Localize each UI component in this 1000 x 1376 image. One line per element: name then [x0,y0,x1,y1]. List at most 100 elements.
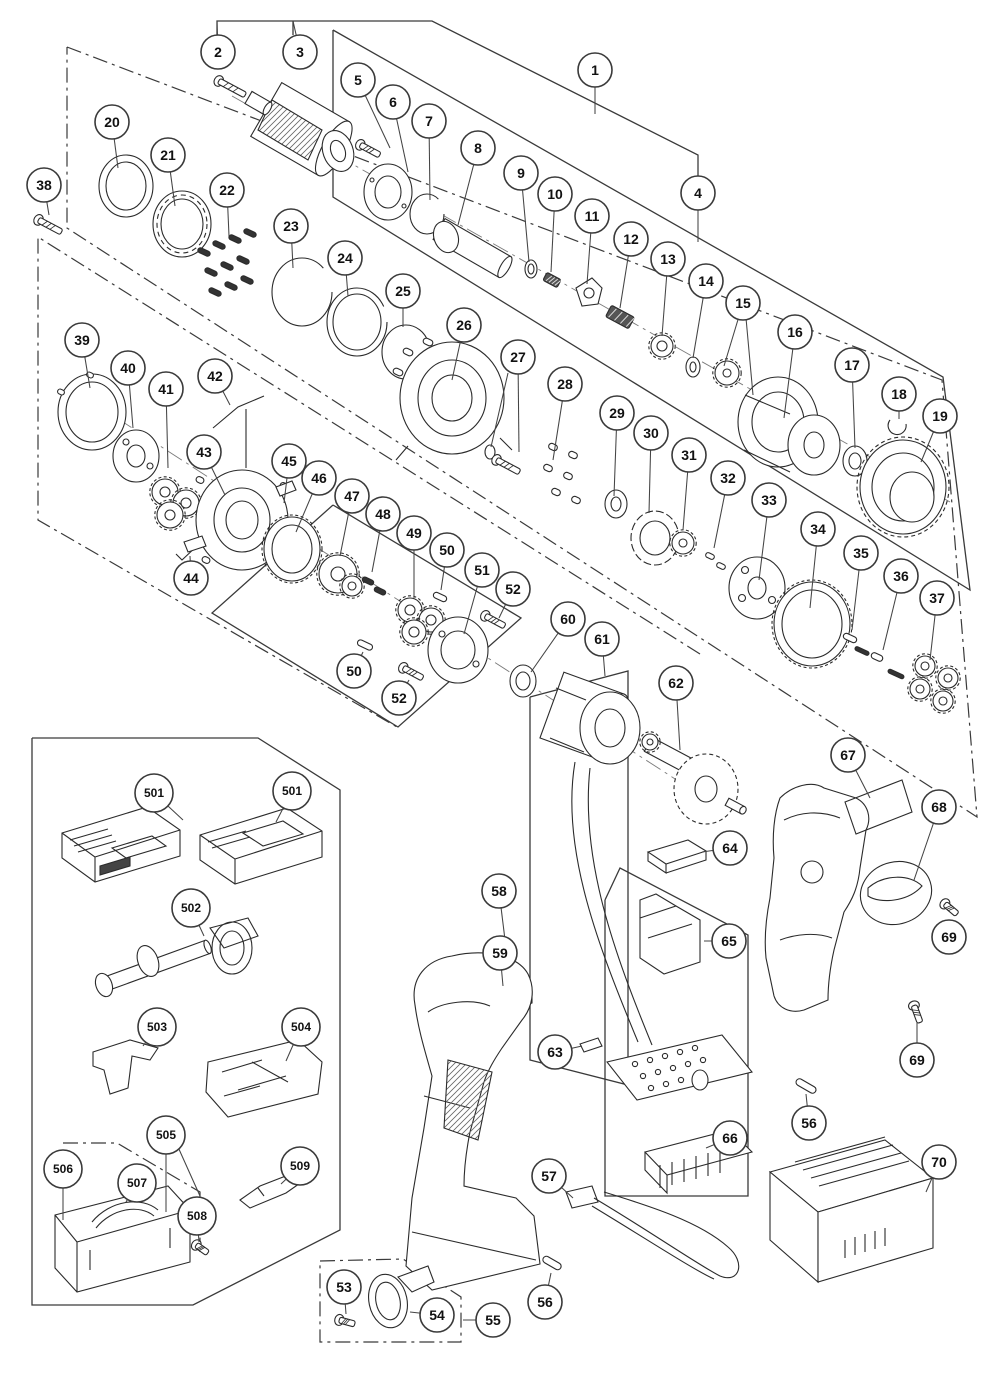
balloon-505[interactable] [146,1115,186,1155]
balloon-5[interactable] [340,62,376,98]
balloon-50[interactable] [429,532,465,568]
balloon-14[interactable] [688,263,724,299]
balloon-52[interactable] [495,571,531,607]
balloon-68[interactable] [921,789,957,825]
balloon-508[interactable] [177,1196,217,1236]
balloon-70[interactable] [921,1144,957,1180]
balloon-3[interactable] [282,34,318,70]
balloon-69[interactable] [899,1042,935,1078]
balloon-504[interactable] [281,1007,321,1047]
balloon-34[interactable] [800,511,836,547]
balloon-27[interactable] [500,339,536,375]
balloon-label-43: 43 [196,444,212,460]
balloon-503[interactable] [137,1007,177,1047]
balloon-509[interactable] [280,1146,320,1186]
balloon-4[interactable] [680,175,716,211]
balloon-label-27: 27 [510,349,526,365]
balloon-label-62: 62 [668,675,684,691]
balloon-16[interactable] [777,314,813,350]
balloon-label-29: 29 [609,405,625,421]
balloon-65[interactable] [711,923,747,959]
balloon-41[interactable] [148,371,184,407]
balloon-label-54: 54 [429,1307,445,1323]
balloon-56[interactable] [791,1105,827,1141]
balloon-46[interactable] [301,460,337,496]
balloon-49[interactable] [396,515,432,551]
balloon-47[interactable] [334,478,370,514]
balloon-51[interactable] [464,552,500,588]
balloon-7[interactable] [411,103,447,139]
balloon-31[interactable] [671,437,707,473]
balloon-58[interactable] [481,873,517,909]
balloon-label-501: 501 [282,784,302,798]
balloon-44[interactable] [173,560,209,596]
balloon-63[interactable] [537,1034,573,1070]
balloon-36[interactable] [883,558,919,594]
balloon-54[interactable] [419,1297,455,1333]
balloon-19[interactable] [922,398,958,434]
balloon-39[interactable] [64,322,100,358]
balloon-59[interactable] [482,935,518,971]
balloon-label-52: 52 [391,690,407,706]
balloon-label-7: 7 [425,113,433,129]
balloon-64[interactable] [712,830,748,866]
balloon-23[interactable] [273,208,309,244]
balloon-60[interactable] [550,601,586,637]
balloon-label-57: 57 [541,1168,557,1184]
balloon-label-51: 51 [474,562,490,578]
balloon-12[interactable] [613,221,649,257]
balloon-501[interactable] [134,773,174,813]
balloon-501[interactable] [272,771,312,811]
balloon-15[interactable] [725,285,761,321]
balloon-506[interactable] [43,1149,83,1189]
balloon-29[interactable] [599,395,635,431]
balloon-55[interactable] [475,1302,511,1338]
balloon-20[interactable] [94,104,130,140]
balloon-8[interactable] [460,130,496,166]
balloon-2[interactable] [200,34,236,70]
balloon-43[interactable] [186,434,222,470]
balloon-37[interactable] [919,580,955,616]
balloon-56[interactable] [527,1284,563,1320]
balloon-40[interactable] [110,350,146,386]
balloon-10[interactable] [537,176,573,212]
balloon-9[interactable] [503,155,539,191]
balloon-17[interactable] [834,347,870,383]
balloon-32[interactable] [710,460,746,496]
balloon-66[interactable] [712,1120,748,1156]
balloon-62[interactable] [658,665,694,701]
balloon-25[interactable] [385,273,421,309]
balloon-507[interactable] [117,1163,157,1203]
balloon-18[interactable] [881,376,917,412]
balloon-11[interactable] [574,198,610,234]
balloon-50[interactable] [336,653,372,689]
balloon-24[interactable] [327,240,363,276]
balloon-label-59: 59 [492,945,508,961]
balloon-35[interactable] [843,535,879,571]
balloon-21[interactable] [150,137,186,173]
balloon-61[interactable] [584,621,620,657]
balloon-22[interactable] [209,172,245,208]
balloon-6[interactable] [375,84,411,120]
balloon-45[interactable] [271,443,307,479]
balloon-57[interactable] [531,1158,567,1194]
balloon-label-45: 45 [281,453,297,469]
balloon-30[interactable] [633,415,669,451]
balloon-502[interactable] [171,888,211,928]
balloon-33[interactable] [751,482,787,518]
balloon-26[interactable] [446,307,482,343]
balloon-67[interactable] [830,737,866,773]
balloon-28[interactable] [547,366,583,402]
balloon-48[interactable] [365,496,401,532]
balloon-42[interactable] [197,358,233,394]
balloon-label-61: 61 [594,631,610,647]
balloon-53[interactable] [326,1269,362,1305]
balloon-13[interactable] [650,241,686,277]
balloon-label-68: 68 [931,799,947,815]
balloon-label-65: 65 [721,933,737,949]
balloon-69[interactable] [931,919,967,955]
balloon-38[interactable] [26,167,62,203]
balloon-label-44: 44 [183,570,199,586]
balloon-52[interactable] [381,680,417,716]
balloon-1[interactable] [577,52,613,88]
